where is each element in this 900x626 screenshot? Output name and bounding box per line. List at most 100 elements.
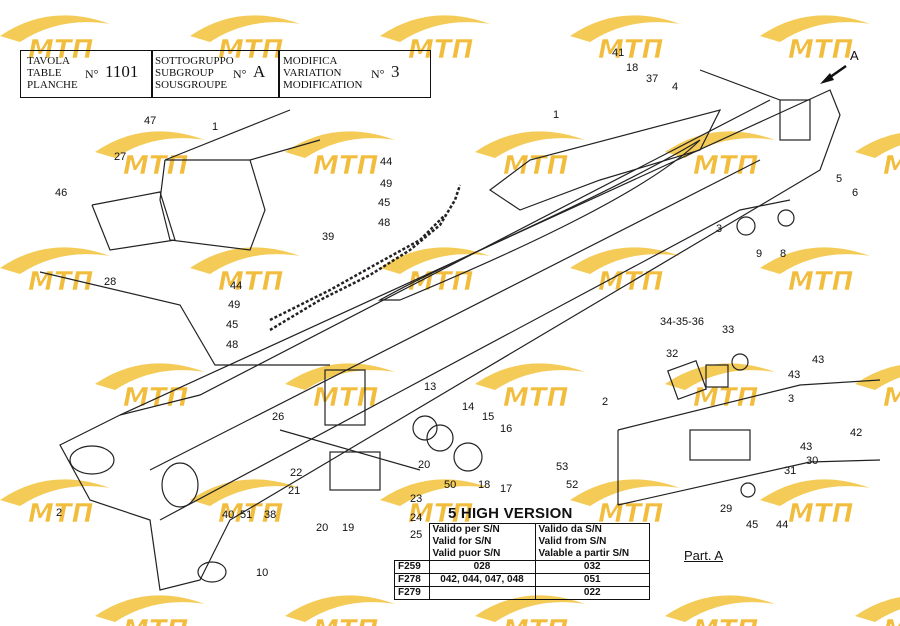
- callout-43: 43: [800, 441, 812, 453]
- callout-21: 21: [288, 485, 300, 497]
- callout-23: 23: [410, 493, 422, 505]
- end-block-a: [779, 99, 811, 141]
- callout-19: 19: [342, 522, 354, 534]
- callout-44: 44: [230, 280, 242, 292]
- boom-lower-edge: [159, 199, 791, 521]
- callout-38: 38: [264, 509, 276, 521]
- table-number: 1101: [105, 62, 139, 81]
- boom-top-edge: [119, 99, 771, 416]
- watermark-logo: МТП: [0, 247, 110, 297]
- table-row: F279 022: [394, 586, 651, 600]
- callout-1: 1: [553, 109, 559, 121]
- callout-48: 48: [378, 217, 390, 229]
- validity-table: Valido per S/N Valid for S/N Valid puor …: [394, 523, 651, 600]
- svg-text:МТП: МТП: [123, 151, 189, 181]
- callout-46: 46: [55, 187, 67, 199]
- part-a-label: Part. A: [684, 548, 724, 563]
- callout-27: 27: [114, 151, 126, 163]
- callout-42: 42: [850, 427, 862, 439]
- callout-9: 9: [756, 248, 762, 260]
- cylinder-end-10: [197, 561, 227, 583]
- table-header-row: Valido per S/N Valid for S/N Valid puor …: [395, 523, 651, 561]
- callout-2: 2: [602, 396, 608, 408]
- callout-33: 33: [722, 324, 734, 336]
- watermark-logo: МТП: [855, 365, 900, 413]
- watermark-logo: МТП: [285, 131, 395, 181]
- callout-34-35-36: 34-35-36: [660, 316, 704, 328]
- table-row: F259 028 032: [394, 560, 651, 574]
- spring-32: [667, 360, 707, 400]
- watermark-logo: МТП: [570, 479, 680, 529]
- watermark-logo: МТП: [760, 15, 870, 65]
- boom-slot: [377, 139, 701, 301]
- callout-32: 32: [666, 348, 678, 360]
- watermark-logo: МТП: [760, 247, 870, 297]
- callout-29: 29: [720, 503, 732, 515]
- boom-outer-body: [59, 89, 841, 591]
- callout-45: 45: [746, 519, 758, 531]
- watermark-logo: МТП: [665, 595, 775, 626]
- callout-1: 1: [212, 121, 218, 133]
- callout-25: 25: [410, 529, 422, 541]
- variation-no-label: N°: [371, 67, 385, 81]
- callout-40: 40: [222, 509, 234, 521]
- watermark-logo: МТП: [0, 479, 110, 529]
- svg-text:МТП: МТП: [598, 35, 664, 65]
- svg-text:МТП: МТП: [123, 615, 189, 626]
- view-arrow-label: A: [850, 48, 859, 63]
- bracket-19: [329, 451, 381, 491]
- callout-13: 13: [424, 381, 436, 393]
- callout-41: 41: [612, 47, 624, 59]
- valid-for-header: Valido per S/N Valid for S/N Valid puor …: [428, 523, 536, 561]
- gear-14: [412, 415, 438, 441]
- table-no-label: N°: [85, 67, 99, 81]
- callout-47: 47: [144, 115, 156, 127]
- callout-18: 18: [478, 479, 490, 491]
- hub-53: [453, 442, 483, 472]
- part-a-detail: [617, 353, 881, 506]
- washer-29: [740, 482, 756, 498]
- watermark-logo: МТП: [285, 595, 395, 626]
- callout-26: 26: [272, 411, 284, 423]
- watermark-logo: МТП: [190, 247, 300, 297]
- callout-49: 49: [380, 178, 392, 190]
- svg-text:МТП: МТП: [883, 383, 900, 413]
- left-mount-strut: [249, 139, 321, 161]
- callout-52: 52: [566, 479, 578, 491]
- callout-28: 28: [104, 276, 116, 288]
- callout-30: 30: [806, 455, 818, 467]
- pivot-left-lower: [161, 462, 199, 508]
- callout-39: 39: [322, 231, 334, 243]
- watermark-logo: МТП: [855, 133, 900, 181]
- subgroup-no-label: N°: [233, 67, 247, 81]
- svg-text:МТП: МТП: [28, 499, 94, 529]
- shaft-26: [279, 429, 421, 471]
- part-a-body-top: [617, 379, 881, 431]
- callout-20: 20: [316, 522, 328, 534]
- callout-31: 31: [784, 465, 796, 477]
- cable-chain-lower: [269, 214, 446, 322]
- watermark-logo: МТП: [190, 479, 300, 529]
- roller-9: [736, 216, 756, 236]
- callout-3: 3: [716, 223, 722, 235]
- svg-text:МТП: МТП: [313, 383, 379, 413]
- callout-3: 3: [788, 393, 794, 405]
- svg-text:МТП: МТП: [313, 615, 379, 626]
- callout-5: 5: [836, 173, 842, 185]
- plate-34-35-36: [705, 364, 729, 388]
- left-mount-strut: [164, 109, 291, 161]
- callout-10: 10: [256, 567, 268, 579]
- svg-text:МТП: МТП: [788, 35, 854, 65]
- callout-45: 45: [378, 197, 390, 209]
- callout-2: 2: [56, 507, 62, 519]
- callout-43: 43: [812, 354, 824, 366]
- svg-text:МТП: МТП: [503, 383, 569, 413]
- table-row: F278 042, 044, 047, 048 051: [394, 573, 651, 587]
- gear-15: [426, 424, 454, 452]
- svg-text:МТП: МТП: [693, 615, 759, 626]
- svg-text:МТП: МТП: [883, 615, 900, 626]
- part-a-body-bottom: [617, 459, 881, 506]
- watermark-logo: МТП: [475, 363, 585, 413]
